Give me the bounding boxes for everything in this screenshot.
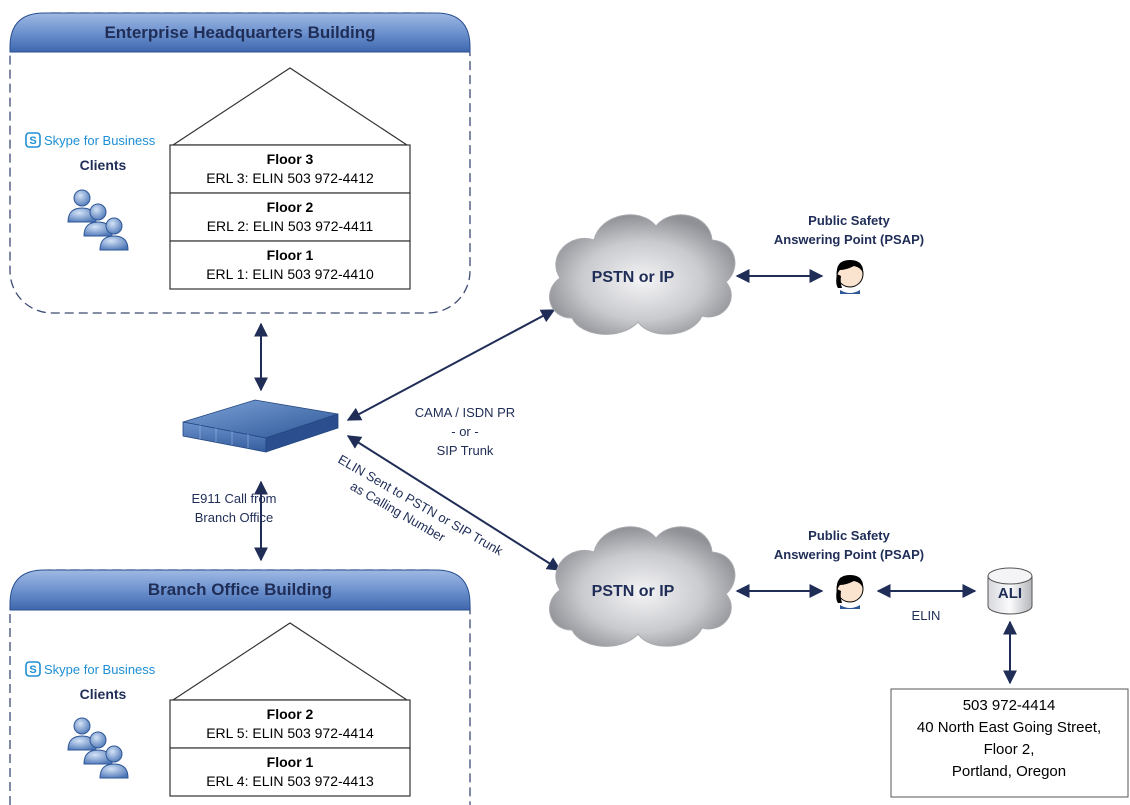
hq-skype-label: Skype for Business xyxy=(44,133,156,148)
branch-building: Branch Office Building Floor 2 ERL 5: EL… xyxy=(9,569,471,805)
skype-icon: S xyxy=(25,132,41,148)
connections xyxy=(254,269,1017,685)
hq-floor-2-name: Floor 2 xyxy=(267,199,314,215)
gateway-icon xyxy=(182,399,339,453)
hq-floor-2-erl: ERL 2: ELIN 503 972-4411 xyxy=(207,218,374,234)
hq-floor-1 xyxy=(169,240,411,290)
hq-floor-2 xyxy=(169,192,411,242)
trunk-label-1: CAMA / ISDN PR xyxy=(415,405,515,420)
hq-building: Enterprise Headquarters Building Floor 3… xyxy=(9,12,471,314)
svg-text:S: S xyxy=(29,135,36,147)
elin-label: ELIN xyxy=(912,608,941,623)
branch-skype-logo: S Skype for Business xyxy=(25,661,156,677)
branch-skype-label: Skype for Business xyxy=(44,662,156,677)
cloud-top-icon: PSTN or IP xyxy=(549,214,736,335)
e911-call-label-1: E911 Call from xyxy=(191,491,276,506)
address-line-4: Portland, Oregon xyxy=(952,763,1066,780)
trunk-label-3: SIP Trunk xyxy=(437,443,494,458)
arrow-gateway-cloud-top xyxy=(346,309,556,421)
cloud-bottom-label: PSTN or IP xyxy=(592,583,675,600)
hq-floor-1-erl: ERL 1: ELIN 503 972-4410 xyxy=(206,266,374,282)
psap-top-label-1: Public Safety xyxy=(808,213,890,228)
psap-top-label-2: Answering Point (PSAP) xyxy=(774,232,924,247)
branch-floor-1-erl: ERL 4: ELIN 503 972-4413 xyxy=(206,773,374,789)
hq-header-bar xyxy=(9,12,471,53)
users-icon xyxy=(67,717,129,779)
psap-bottom-label-1: Public Safety xyxy=(808,528,890,543)
branch-floor-2-erl: ERL 5: ELIN 503 972-4414 xyxy=(206,725,374,741)
hq-floor-3-name: Floor 3 xyxy=(267,151,314,167)
ali-label: ALI xyxy=(998,585,1022,602)
branch-floor-1 xyxy=(169,747,411,797)
ali-database-icon: ALI xyxy=(987,567,1033,615)
trunk-label-2: - or - xyxy=(451,424,478,439)
hq-clients-label: Clients xyxy=(80,157,127,173)
branch-floor-1-name: Floor 1 xyxy=(267,754,314,770)
e911-call-label-2: Branch Office xyxy=(195,510,274,525)
branch-floor-2-name: Floor 2 xyxy=(267,706,314,722)
svg-text:S: S xyxy=(29,664,36,676)
psap-bottom-label-2: Answering Point (PSAP) xyxy=(774,547,924,562)
address-line-1: 503 972-4414 xyxy=(963,697,1056,714)
cloud-top-label: PSTN or IP xyxy=(592,269,675,286)
operator-icon xyxy=(836,260,864,294)
hq-floor-1-name: Floor 1 xyxy=(267,247,314,263)
hq-floor-3-erl: ERL 3: ELIN 503 972-4412 xyxy=(206,170,374,186)
operator-icon xyxy=(836,575,864,609)
branch-clients-label: Clients xyxy=(80,686,127,702)
hq-skype-logo: S Skype for Business xyxy=(25,132,156,148)
hq-title: Enterprise Headquarters Building xyxy=(104,23,375,42)
address-line-2: 40 North East Going Street, xyxy=(917,719,1101,736)
skype-icon: S xyxy=(25,661,41,677)
users-icon xyxy=(67,189,129,251)
elin-sent-label-1: ELIN Sent to PSTN or SIP Trunk xyxy=(336,452,506,559)
address-box xyxy=(890,688,1129,798)
arrow-gateway-cloud-bottom xyxy=(346,435,562,571)
branch-floor-2 xyxy=(169,699,411,749)
cloud-bottom-icon: PSTN or IP xyxy=(549,526,736,647)
branch-title: Branch Office Building xyxy=(148,580,332,599)
address-line-3: Floor 2, xyxy=(984,741,1035,758)
hq-floor-3 xyxy=(169,144,411,194)
